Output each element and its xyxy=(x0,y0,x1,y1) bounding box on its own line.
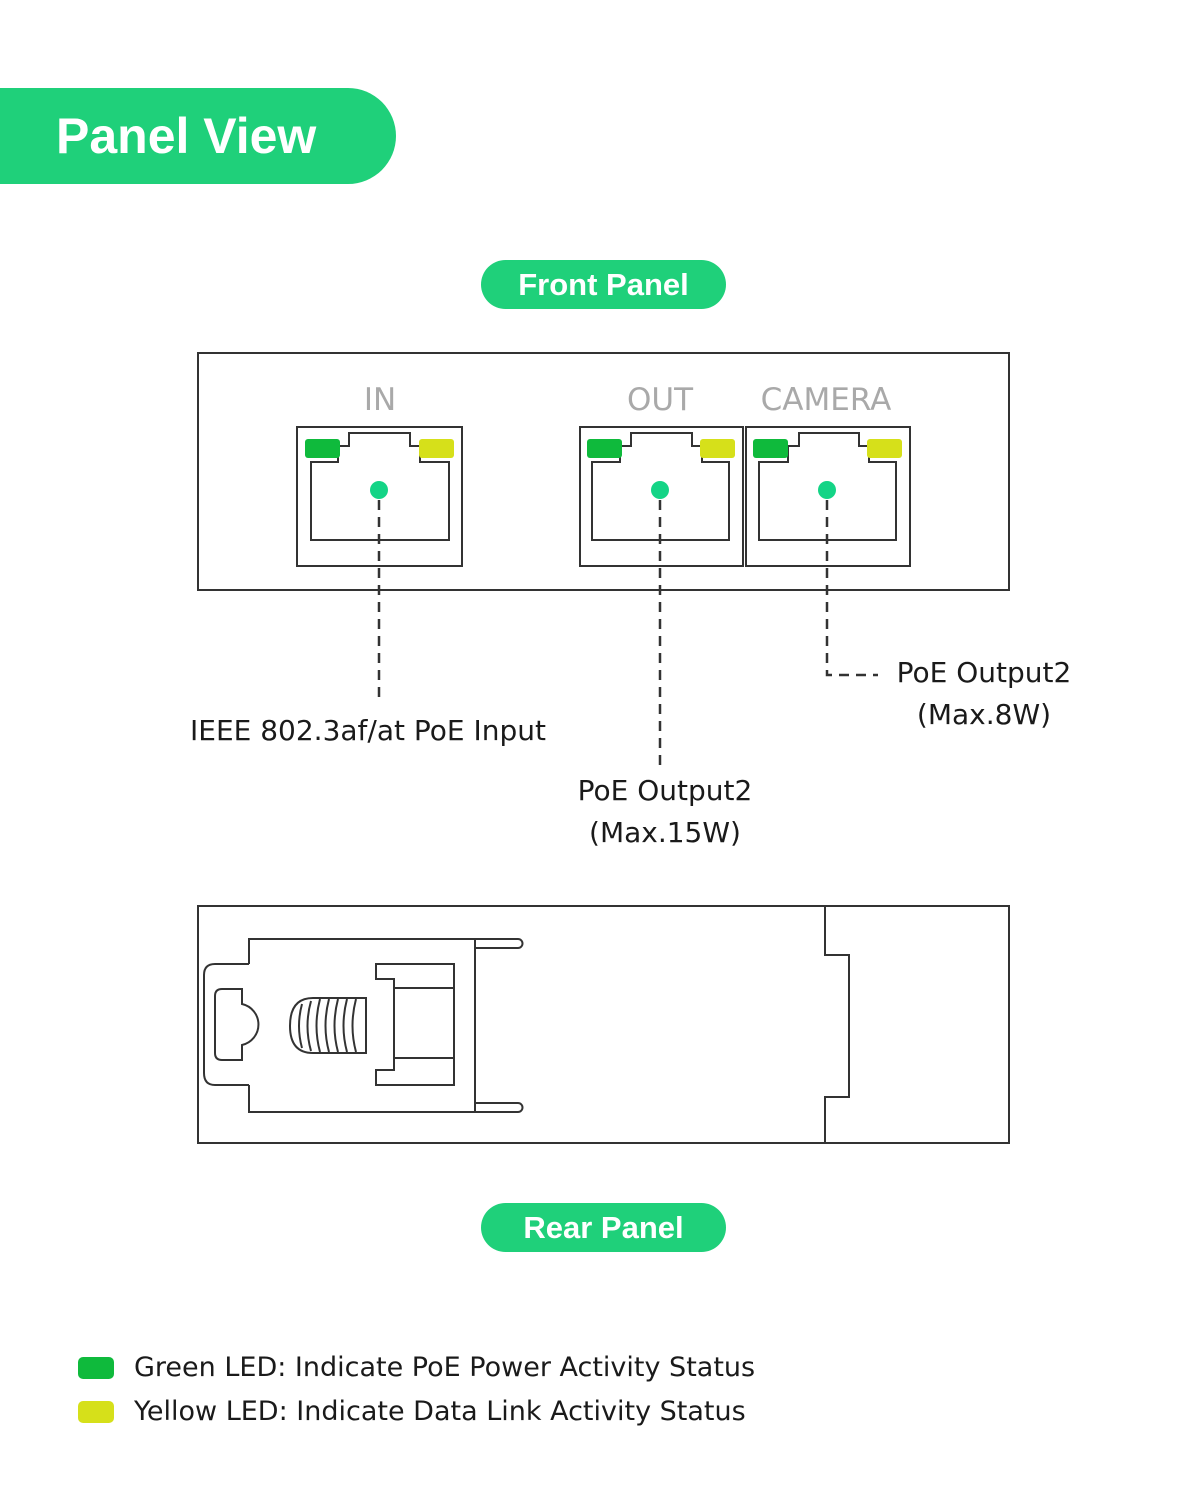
port-center-dot xyxy=(370,481,388,499)
rj45-port-in xyxy=(296,426,463,567)
bracket-pin-top xyxy=(475,938,524,949)
callout-out: PoE Output2 (Max.15W) xyxy=(540,770,790,854)
callout-camera-line2: (Max.8W) xyxy=(916,698,1052,731)
green-led xyxy=(753,439,788,458)
rear-panel-side-tab xyxy=(824,907,850,1142)
legend-green-text: Green LED: Indicate PoE Power Activity S… xyxy=(134,1352,756,1383)
callout-in: IEEE 802.3af/at PoE Input xyxy=(190,710,546,752)
front-panel-label: Front Panel xyxy=(518,266,689,302)
yellow-led-swatch xyxy=(78,1400,114,1423)
yellow-led xyxy=(700,439,735,458)
yellow-led xyxy=(867,439,902,458)
page-title-tab: Panel View xyxy=(0,88,396,184)
port-frame xyxy=(296,426,463,567)
cable-clamp xyxy=(375,963,455,1086)
rj45-port-out xyxy=(579,426,744,567)
rear-panel-badge: Rear Panel xyxy=(481,1203,726,1252)
screw-thread-lines xyxy=(298,998,357,1053)
callout-camera: PoE Output2 (Max.8W) xyxy=(884,652,1084,736)
callout-camera-line1: PoE Output2 xyxy=(896,656,1072,689)
port-label-out: OUT xyxy=(627,382,694,418)
yellow-led xyxy=(419,439,454,458)
front-panel-outline xyxy=(197,352,1010,591)
bracket-pin-bottom xyxy=(475,1102,524,1113)
callout-out-line1: PoE Output2 xyxy=(577,774,753,807)
green-led xyxy=(587,439,622,458)
callout-in-text: IEEE 802.3af/at PoE Input xyxy=(190,714,546,747)
screw-head xyxy=(288,997,367,1054)
rear-panel-outline xyxy=(197,905,1010,1144)
legend-item-green: Green LED: Indicate PoE Power Activity S… xyxy=(78,1352,755,1383)
dc-jack-housing xyxy=(203,963,249,1086)
mount-bracket xyxy=(248,938,476,1113)
port-center-dot xyxy=(818,481,836,499)
port-frame xyxy=(745,426,911,567)
port-center-dot xyxy=(651,481,669,499)
rear-panel-drawing xyxy=(197,905,1010,1144)
rear-panel-label: Rear Panel xyxy=(523,1209,684,1245)
page-title: Panel View xyxy=(56,108,317,164)
dc-jack-socket xyxy=(214,988,260,1061)
legend-item-yellow: Yellow LED: Indicate Data Link Activity … xyxy=(78,1396,746,1427)
callout-out-line2: (Max.15W) xyxy=(589,816,741,849)
front-panel-badge: Front Panel xyxy=(481,260,726,309)
port-frame xyxy=(579,426,744,567)
leader-line-camera xyxy=(825,500,878,677)
port-label-camera: CAMERA xyxy=(761,382,892,418)
green-led xyxy=(305,439,340,458)
rj45-port-camera xyxy=(745,426,911,567)
port-label-in: IN xyxy=(364,382,396,418)
legend-yellow-text: Yellow LED: Indicate Data Link Activity … xyxy=(134,1396,746,1427)
green-led-swatch xyxy=(78,1356,114,1379)
